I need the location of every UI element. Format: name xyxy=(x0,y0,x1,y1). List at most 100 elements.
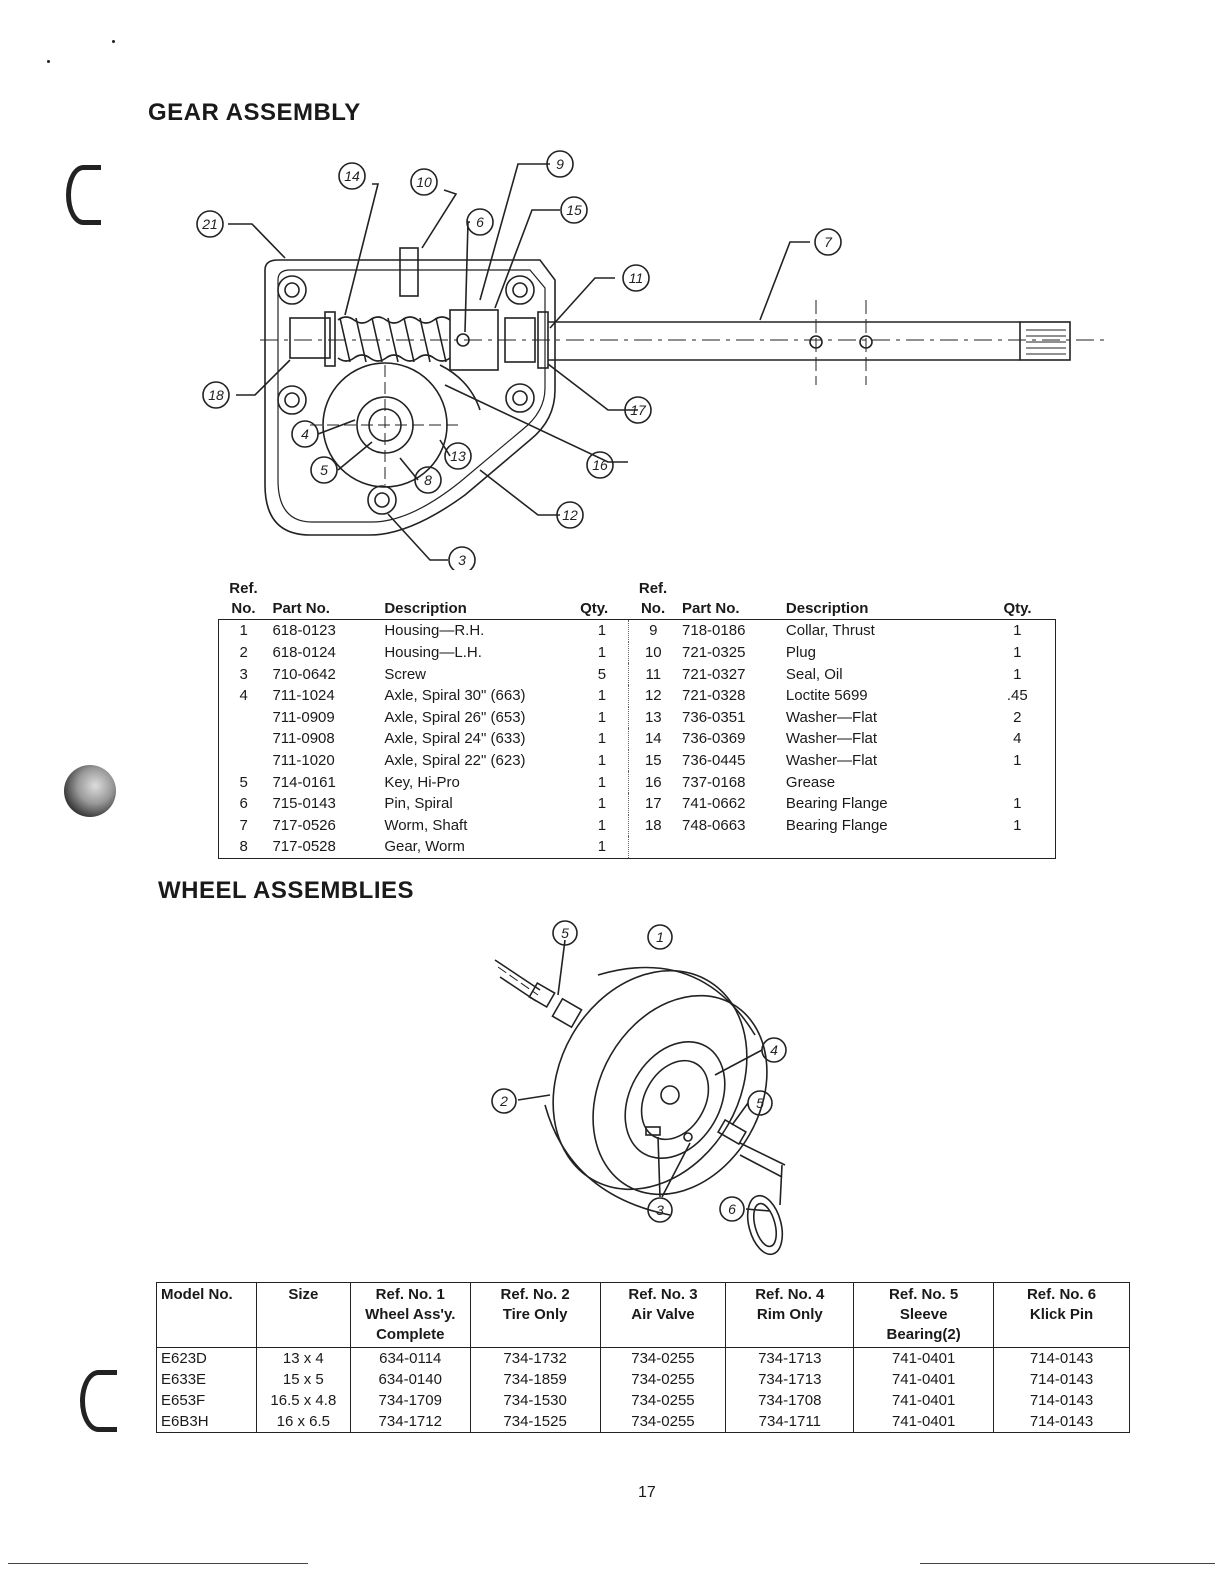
callout-10: 10 xyxy=(416,174,432,190)
ref4-cell: 734-1711 xyxy=(725,1411,855,1433)
ref-no-cell: 13 xyxy=(627,706,679,729)
model-cell: E6B3H xyxy=(156,1411,257,1433)
ref6-cell: 714-0143 xyxy=(1029,1350,1094,1367)
part-no-cell: 721-0327 xyxy=(682,665,746,683)
part-no-cell: 736-0445 xyxy=(682,752,746,770)
qty-cell: 1 xyxy=(597,773,607,791)
qty-cell xyxy=(979,836,1056,859)
ref-no-cell: 9 xyxy=(627,619,679,642)
ref1-cell: 734-1712 xyxy=(350,1411,471,1433)
ref-no-cell: 18 xyxy=(627,814,679,837)
ref4-cell: 734-1713 xyxy=(725,1369,855,1390)
description-cell: Loctite 5699 xyxy=(785,687,868,705)
binder-hole-mark xyxy=(80,1370,117,1432)
wheel-assemblies-title: WHEEL ASSEMBLIES xyxy=(158,877,415,904)
description-cell: Grease xyxy=(785,773,836,791)
part-no-cell: 711-1024 xyxy=(272,687,335,705)
model-cell: E653F xyxy=(156,1390,257,1411)
ref-no-cell xyxy=(218,728,269,750)
ref-no-cell: 2 xyxy=(218,641,269,664)
ref6-cell: 714-0143 xyxy=(1029,1413,1094,1430)
ref-no-cell: 7 xyxy=(218,814,269,837)
part-no-cell: 717-0528 xyxy=(272,838,336,856)
part-no-cell: 618-0124 xyxy=(272,644,336,662)
callout-5: 5 xyxy=(756,1095,764,1111)
ref-header-top: Ref. xyxy=(229,579,258,597)
ref-no-cell: 11 xyxy=(627,663,679,685)
ref-no-cell: 8 xyxy=(218,836,269,859)
qty-cell: 2 xyxy=(979,706,1056,729)
ref5-cell: 741-0401 xyxy=(853,1369,995,1390)
qty-cell: 1 xyxy=(597,708,607,726)
description-cell: Bearing Flange xyxy=(785,795,888,813)
part-no-cell: 736-0369 xyxy=(682,730,746,748)
ref-no-cell: 3 xyxy=(218,663,269,685)
ref-no-cell xyxy=(218,706,269,729)
callout-14: 14 xyxy=(344,168,360,184)
size-cell: 15 x 5 xyxy=(256,1369,351,1390)
ref6-cell: 714-0143 xyxy=(1029,1371,1094,1388)
part-no-cell xyxy=(678,836,782,858)
model-cell: E633E xyxy=(156,1369,257,1390)
qty-cell: 1 xyxy=(597,687,607,705)
qty-cell: 1 xyxy=(979,814,1056,837)
callout-13: 13 xyxy=(450,448,466,464)
ref-no-cell xyxy=(627,836,679,859)
size-cell: 16 x 6.5 xyxy=(256,1411,351,1433)
ref1-cell: 734-1709 xyxy=(350,1390,471,1411)
ref2-cell: 734-1525 xyxy=(470,1411,601,1433)
callout-5: 5 xyxy=(320,462,328,478)
model-cell: E623D xyxy=(156,1347,257,1369)
callout-3: 3 xyxy=(656,1202,664,1218)
ref6-cell: 714-0143 xyxy=(1029,1392,1094,1409)
qty-cell: 1 xyxy=(597,730,607,748)
part-no-cell: 711-0908 xyxy=(272,730,335,748)
callout-21: 21 xyxy=(201,216,218,232)
ref-no-cell: 12 xyxy=(627,684,679,707)
ref4-cell: 734-1708 xyxy=(725,1390,855,1411)
ref3-cell: 734-0255 xyxy=(600,1411,727,1433)
callout-16: 16 xyxy=(592,457,608,473)
qty-cell: .45 xyxy=(979,684,1056,707)
wheel-assembly-diagram: 5 1 4 2 5 3 6 xyxy=(470,915,830,1270)
ref4-cell: 734-1713 xyxy=(725,1347,855,1369)
size-cell: 16.5 x 4.8 xyxy=(256,1390,351,1411)
page-number: 17 xyxy=(638,1484,656,1501)
gear-parts-table: Ref. Ref. No. Part No. Description Qty. … xyxy=(218,576,1056,859)
part-header: Part No. xyxy=(272,600,330,618)
part-no-cell: 718-0186 xyxy=(682,622,746,640)
description-cell xyxy=(782,836,980,858)
part-header: Part No. xyxy=(682,600,740,618)
callout-6: 6 xyxy=(476,214,484,230)
part-no-cell: 748-0663 xyxy=(682,816,746,834)
qty-cell: 1 xyxy=(597,622,607,640)
callout-17: 17 xyxy=(630,402,647,418)
description-cell: Axle, Spiral 30" (663) xyxy=(384,687,526,705)
qty-cell: 1 xyxy=(597,838,607,856)
bottom-rule xyxy=(920,1563,1215,1564)
ref-header-top: Ref. xyxy=(638,579,668,597)
binder-hole-mark xyxy=(66,165,101,225)
part-no-cell: 721-0325 xyxy=(682,644,746,662)
ref1-cell: 634-0114 xyxy=(350,1347,471,1369)
description-cell: Pin, Spiral xyxy=(384,795,453,813)
ref1-cell: 634-0140 xyxy=(350,1369,471,1390)
part-no-cell: 736-0351 xyxy=(682,708,746,726)
ref3-cell: 734-0255 xyxy=(600,1347,727,1369)
ref2-cell: 734-1530 xyxy=(470,1390,601,1411)
qty-header: Qty. xyxy=(580,600,609,618)
part-no-cell: 737-0168 xyxy=(682,773,746,791)
ref-no-cell: 5 xyxy=(218,771,269,793)
part-no-cell: 741-0662 xyxy=(682,795,746,813)
